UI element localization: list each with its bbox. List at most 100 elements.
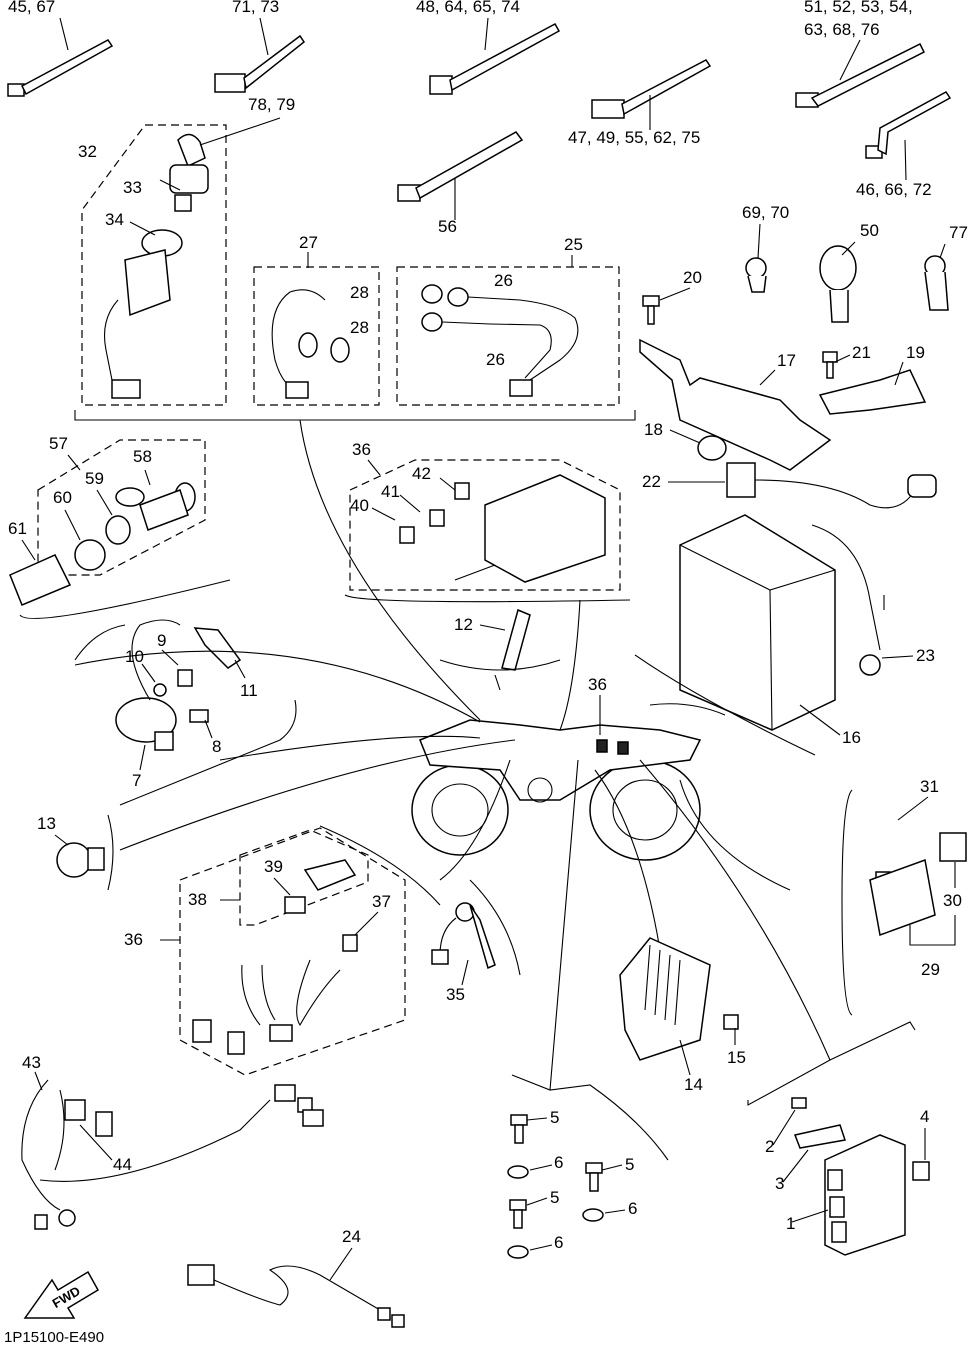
- group-box-36-bottom: [179, 827, 406, 1076]
- callout-26b: 26: [486, 350, 505, 369]
- callout-7: 7: [132, 771, 141, 790]
- group-brace-16: [634, 654, 816, 756]
- callout-19: 19: [906, 343, 925, 362]
- callout-27: 27: [299, 233, 318, 252]
- callout-69-70: 69, 70: [742, 203, 789, 222]
- group-brace-29: [841, 789, 956, 1016]
- callout-8: 8: [212, 737, 221, 756]
- callout-40: 40: [350, 496, 369, 515]
- callout-leaders: [21, 17, 956, 1281]
- fwd-arrow-icon: FWD: [23, 1270, 100, 1319]
- socket-parts: [9, 482, 196, 606]
- callout-6c: 6: [554, 1233, 563, 1252]
- callout-9: 9: [157, 631, 166, 650]
- clamp-77: [924, 255, 949, 311]
- callout-17: 17: [777, 351, 796, 370]
- callout-12: 12: [454, 615, 473, 634]
- callout-31: 31: [920, 777, 939, 796]
- leader-lines: [74, 419, 831, 1091]
- damper-18: [697, 435, 727, 461]
- callout-25: 25: [564, 235, 583, 254]
- cable-tie-46-66-72: [865, 91, 952, 159]
- battery-cable-23: [811, 524, 885, 676]
- group-brace-36c: [319, 825, 441, 906]
- bolts-5-6: [507, 1114, 604, 1259]
- callout-37: 37: [372, 892, 391, 911]
- callout-41: 41: [381, 482, 400, 501]
- starter-relay-22: [726, 462, 937, 509]
- wire-harness-36-38: [192, 859, 358, 1055]
- callout-45-67: 45, 67: [8, 0, 55, 16]
- callout-5b: 5: [625, 1155, 634, 1174]
- callout-3: 3: [775, 1174, 784, 1193]
- wire-harness-44: [21, 1079, 324, 1230]
- callout-42: 42: [412, 464, 431, 483]
- clamp-tie-51-76: [795, 42, 926, 108]
- cable-tie-56: [397, 131, 524, 202]
- callout-48-74: 48, 64, 65, 74: [416, 0, 520, 16]
- relay-29: [869, 832, 967, 937]
- cable-tie-48-64-65-74: [429, 22, 561, 95]
- group-box-38: [239, 829, 369, 926]
- group-brace-7: [119, 699, 297, 806]
- group-box-32: [81, 124, 227, 406]
- callout-22: 22: [642, 472, 661, 491]
- callout-15: 15: [727, 1048, 746, 1067]
- callout-59: 59: [85, 469, 104, 488]
- group-brace-top: [74, 410, 636, 421]
- callout-46-72: 46, 66, 72: [856, 180, 932, 199]
- callout-30: 30: [943, 891, 962, 910]
- callout-34: 34: [105, 210, 124, 229]
- callout-44: 44: [113, 1155, 132, 1174]
- rectifier-14: [619, 937, 739, 1061]
- callout-77: 77: [949, 223, 968, 242]
- callout-16: 16: [842, 728, 861, 747]
- callout-6a: 6: [554, 1153, 563, 1172]
- callout-28a: 28: [350, 283, 369, 302]
- callout-13: 13: [37, 814, 56, 833]
- callout-26a: 26: [494, 271, 513, 290]
- switch-13: [56, 842, 105, 878]
- callout-6b: 6: [628, 1199, 637, 1218]
- callout-61: 61: [8, 519, 27, 538]
- callout-47-75: 47, 49, 55, 62, 75: [568, 128, 700, 147]
- callout-24: 24: [342, 1227, 361, 1246]
- callout-56: 56: [438, 217, 457, 236]
- callout-35: 35: [446, 985, 465, 1004]
- callout-36a: 36: [352, 440, 371, 459]
- group-brace-12: [439, 659, 561, 671]
- callout-60: 60: [53, 488, 72, 507]
- lead-wire-27: [271, 289, 350, 399]
- callout-38: 38: [188, 890, 207, 909]
- bracket-19: [818, 369, 927, 415]
- group-brace-5: [511, 1074, 669, 1161]
- document-id: 1P15100-E490: [4, 1329, 105, 1346]
- callout-18: 18: [644, 420, 663, 439]
- callout-20: 20: [683, 268, 702, 287]
- screw-21: [822, 351, 838, 379]
- callout-71-73: 71, 73: [232, 0, 279, 16]
- battery-16: [679, 514, 836, 731]
- lead-wire-25: [421, 284, 579, 397]
- callout-36b: 36: [588, 675, 607, 694]
- group-box-27: [253, 266, 380, 406]
- callout-2: 2: [765, 1137, 774, 1156]
- group-box-25: [396, 266, 620, 406]
- group-brace-1: [747, 1021, 916, 1106]
- callout-1: 1: [786, 1214, 795, 1233]
- spark-plug-12: [494, 608, 531, 691]
- callout-78-79: 78, 79: [248, 95, 295, 114]
- bolt-20: [642, 295, 660, 325]
- callout-28b: 28: [350, 318, 369, 337]
- group-brace-35: [469, 879, 521, 976]
- bracket-17: [639, 338, 832, 471]
- callout-32: 32: [78, 142, 97, 161]
- group-box-36-top: [349, 459, 621, 591]
- callout-63-76: 63, 68, 76: [804, 20, 880, 39]
- callout-36c: 36: [124, 930, 143, 949]
- cable-tie-47-75: [591, 59, 712, 119]
- callout-5c: 5: [550, 1188, 559, 1207]
- callout-39: 39: [264, 857, 283, 876]
- callout-labels: 45, 67 71, 73 48, 64, 65, 74 51, 52, 53,…: [8, 0, 968, 1252]
